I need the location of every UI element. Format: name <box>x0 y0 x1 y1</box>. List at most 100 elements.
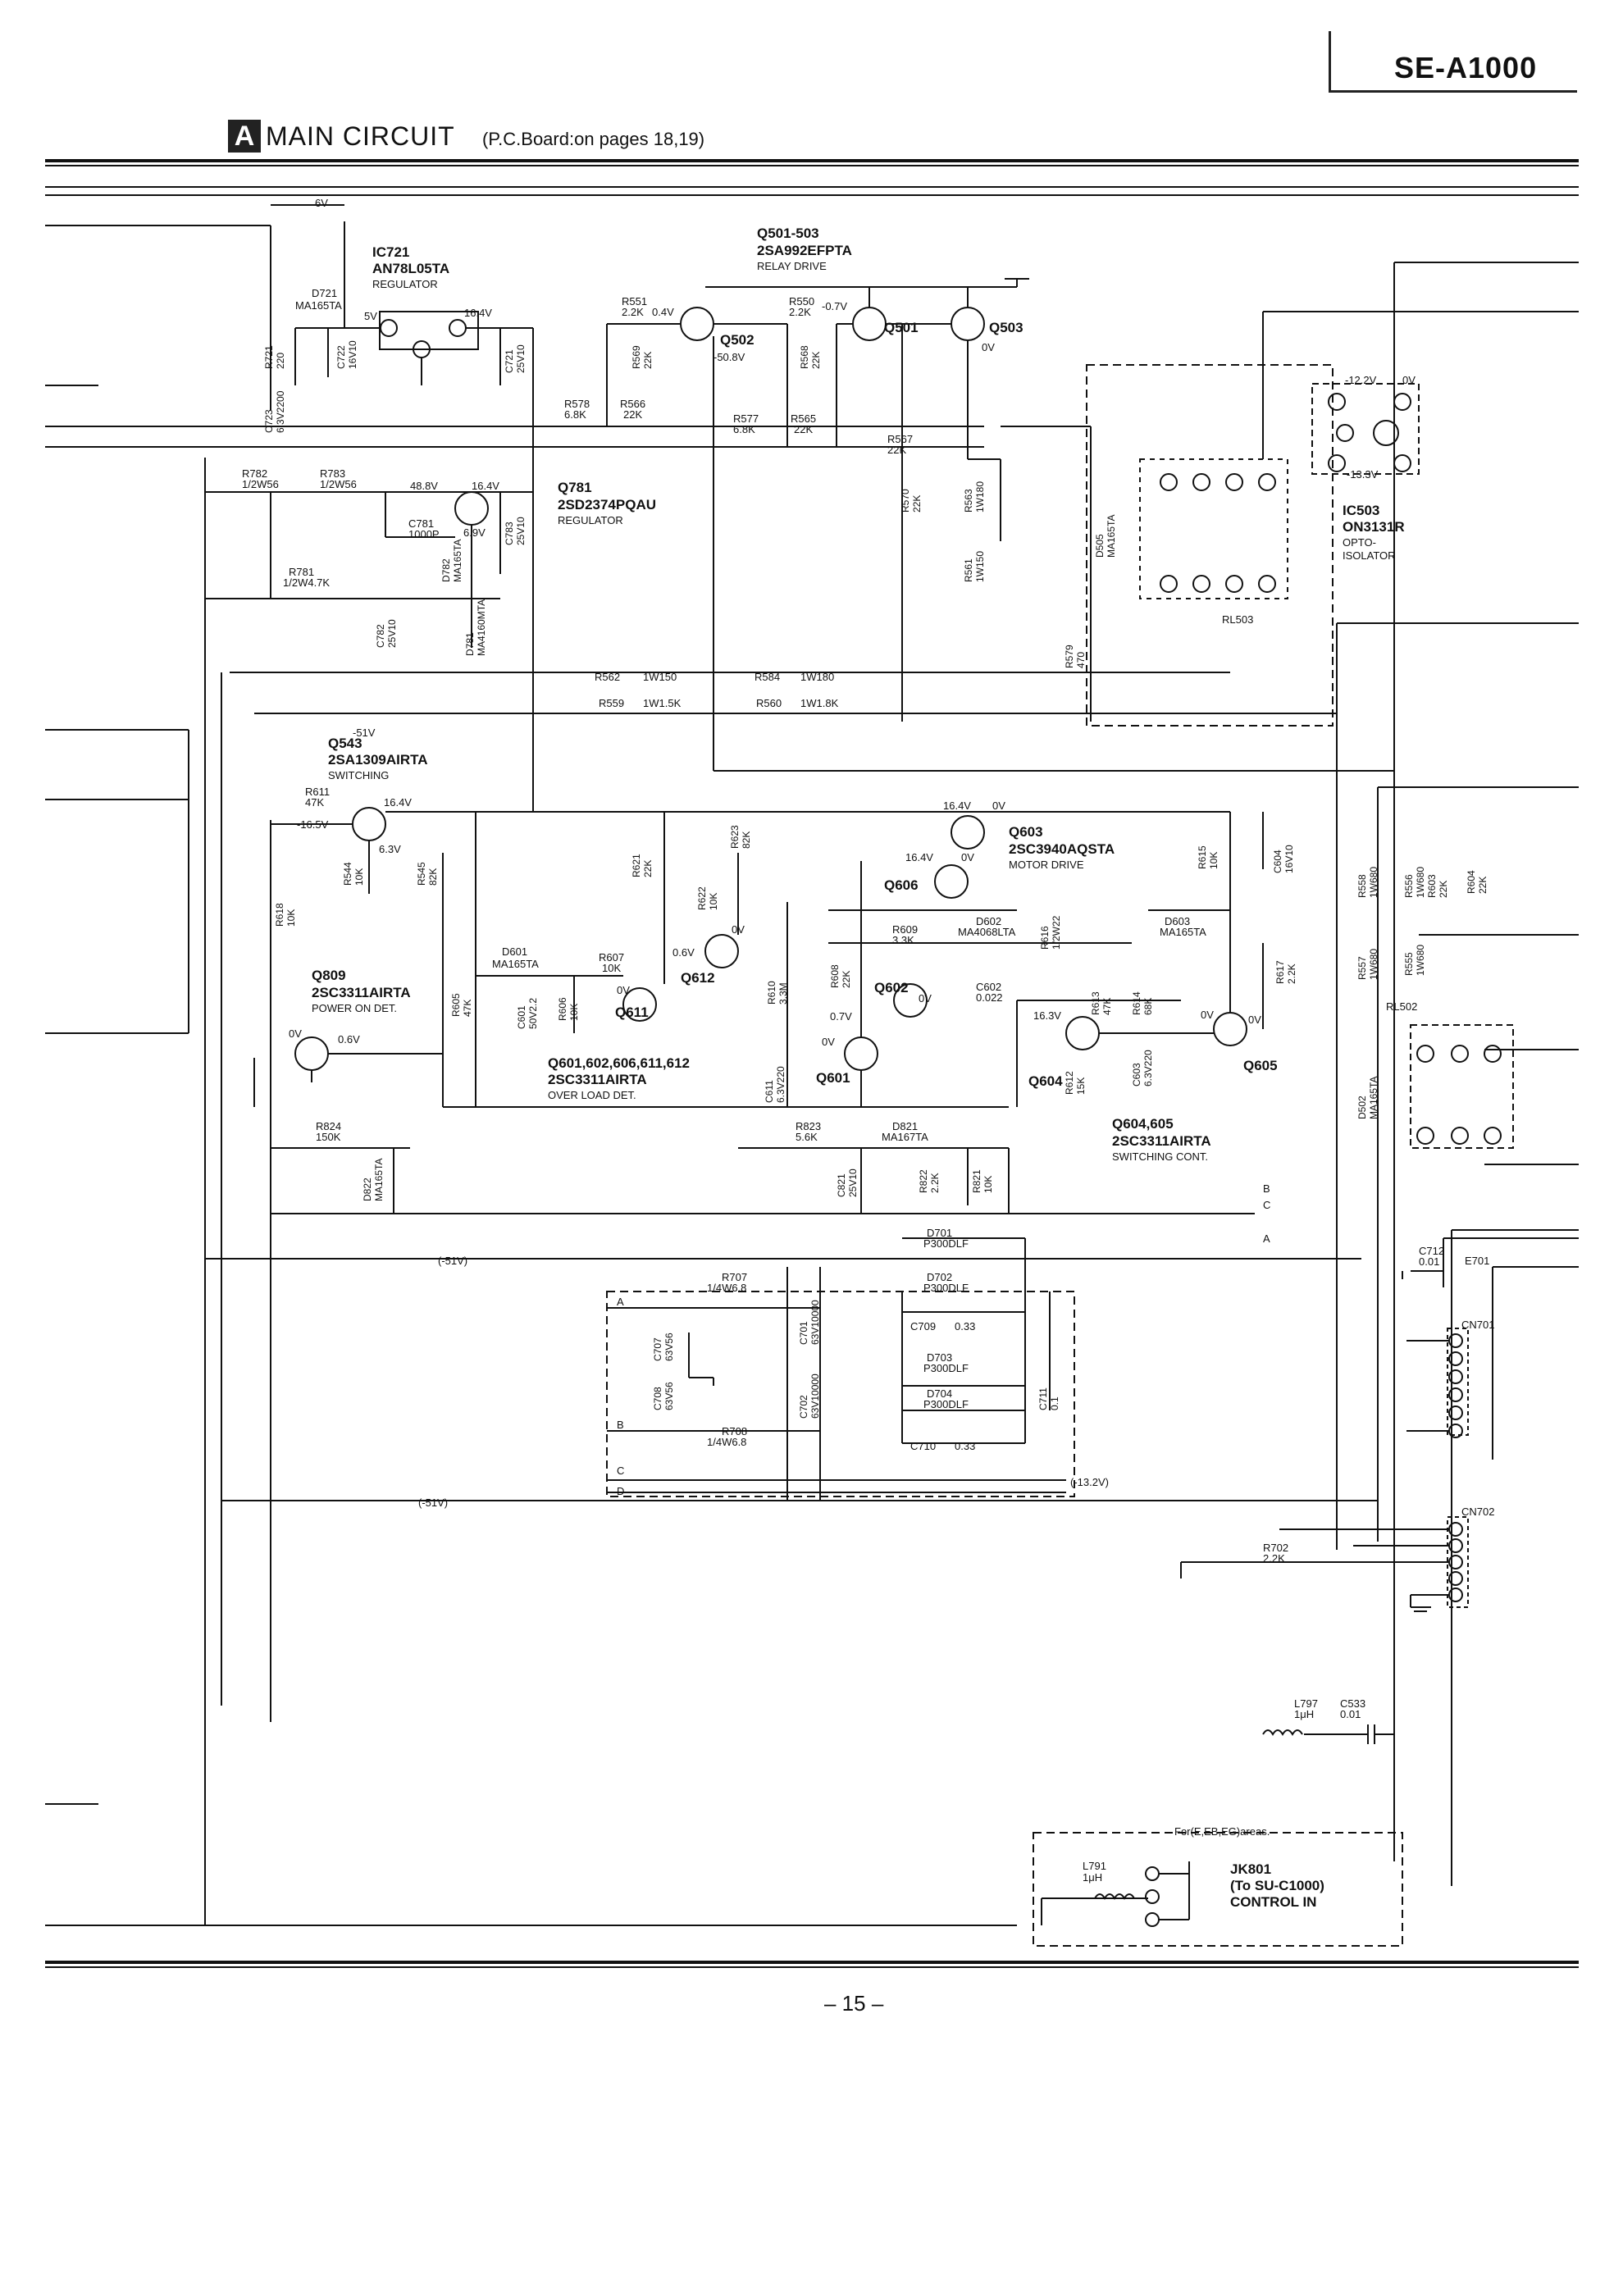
q501-part: 2SA992EFPTA <box>757 243 852 258</box>
c602-value: 0.022 <box>976 991 1003 1004</box>
net-0v-g: 0V <box>961 851 974 863</box>
c603-ref: C603 <box>1131 1063 1142 1086</box>
c722-value: 16V10 <box>347 340 358 369</box>
c601-ref: C601 <box>516 1005 527 1029</box>
c722-ref: C722 <box>335 345 347 369</box>
c711-value: 0.1 <box>1049 1396 1060 1410</box>
d721-value: MA165TA <box>295 299 342 312</box>
c781-value: 1000P <box>408 528 440 540</box>
r614-value: 68K <box>1142 998 1154 1015</box>
r616-ref: R616 <box>1039 926 1051 950</box>
r562-value: 1W150 <box>643 671 677 683</box>
rl503-label: RL503 <box>1222 613 1253 626</box>
d702-value: P300DLF <box>923 1282 969 1294</box>
r610-value: 3.3M <box>777 982 789 1004</box>
q603-function: MOTOR DRIVE <box>1009 859 1084 871</box>
net-16v-c: 16.4V <box>384 796 412 809</box>
r556-value: 1W680 <box>1415 867 1426 898</box>
d702-ref: D702 <box>927 1271 952 1283</box>
r584-value: 1W180 <box>800 671 834 683</box>
d601-value: MA165TA <box>492 958 539 970</box>
net-0-7v: 0.7V <box>830 1010 852 1023</box>
r563-value: 1W180 <box>974 481 986 512</box>
r559-value: 1W1.5K <box>643 697 682 709</box>
r621-ref: R621 <box>631 854 642 877</box>
r566-value: 22K <box>623 408 642 421</box>
c821-value: 25V10 <box>847 1168 859 1197</box>
r603-ref: R603 <box>1426 874 1438 898</box>
d821-value: MA167TA <box>882 1131 928 1143</box>
c709-ref: C709 <box>910 1320 936 1332</box>
r721-ref: R721 <box>263 345 275 369</box>
r556-ref: R556 <box>1403 874 1415 898</box>
r616-value: 1/2W22 <box>1051 915 1062 950</box>
r623-ref: R623 <box>729 825 741 849</box>
net-0-6v-b: 0.6V <box>672 946 695 959</box>
jk801-function: CONTROL IN <box>1230 1894 1316 1910</box>
r566-ref: R566 <box>620 398 645 410</box>
net-0v-h: 0V <box>919 992 932 1004</box>
net-minus-50v: -50.8V <box>713 351 745 363</box>
node-a-right: A <box>1263 1232 1270 1245</box>
r781-value: 1/2W4.7K <box>283 576 330 589</box>
net-16v-e: 16.4V <box>905 851 933 863</box>
c611-value: 6.3V220 <box>775 1066 786 1103</box>
r608-ref: R608 <box>829 964 841 988</box>
c723-ref: C723 <box>263 409 275 433</box>
c821-ref: C821 <box>836 1173 847 1197</box>
q601-group-part: 2SC3311AIRTA <box>548 1072 647 1087</box>
l791-ref: L791 <box>1083 1860 1106 1872</box>
d704-value: P300DLF <box>923 1398 969 1410</box>
r567-ref: R567 <box>887 433 913 445</box>
r611-value: 47K <box>305 796 324 809</box>
r708-ref: R708 <box>722 1425 747 1437</box>
q612-label: Q612 <box>681 970 715 986</box>
d701-value: P300DLF <box>923 1237 969 1250</box>
cn701-label: CN701 <box>1461 1319 1494 1331</box>
d782-value: MA165TA <box>452 540 463 582</box>
l791-value: 1μH <box>1083 1871 1102 1884</box>
net-0v-i: 0V <box>822 1036 835 1048</box>
ic503-function: OPTO- <box>1343 536 1376 549</box>
r550-ref: R550 <box>789 295 814 308</box>
r821-value: 10K <box>982 1176 994 1193</box>
net-16v-b: 16.4V <box>472 480 499 492</box>
q503-label: Q503 <box>989 320 1023 335</box>
d602-ref: D602 <box>976 915 1001 927</box>
r570-value: 22K <box>911 495 923 512</box>
r579-ref: R579 <box>1064 645 1075 668</box>
d505-ref: D505 <box>1094 534 1106 558</box>
net-minus-51v-c: (-51V) <box>418 1496 448 1509</box>
r562-ref: R562 <box>595 671 620 683</box>
r610-ref: R610 <box>766 981 777 1004</box>
r570-ref: R570 <box>900 489 911 512</box>
c782-value: 25V10 <box>386 619 398 648</box>
net-0v-a: 0V <box>982 341 995 353</box>
r707-ref: R707 <box>722 1271 747 1283</box>
c710-value: 0.33 <box>955 1440 975 1452</box>
section-badge: A <box>228 120 261 153</box>
r612-value: 15K <box>1075 1077 1087 1095</box>
d781-value: MA4160MTA <box>476 599 487 656</box>
r702-ref: R702 <box>1263 1542 1288 1554</box>
net-16v-d: 16.4V <box>943 800 971 812</box>
q502-label: Q502 <box>720 332 755 348</box>
q543-function: SWITCHING <box>328 769 389 781</box>
c723-value: 6.3V2200 <box>275 390 286 433</box>
q781-ref: Q781 <box>558 480 592 495</box>
q781-function: REGULATOR <box>558 514 623 526</box>
ic721-ref: IC721 <box>372 244 409 260</box>
d602-value: MA4068LTA <box>958 926 1016 938</box>
net-minus-16v: -16.5V <box>297 818 329 831</box>
d502-ref: D502 <box>1356 1096 1368 1119</box>
d703-ref: D703 <box>927 1351 952 1364</box>
r555-value: 1W680 <box>1415 945 1426 976</box>
rl502-label: RL502 <box>1386 1000 1417 1013</box>
r707-value: 1/4W6.8 <box>707 1282 746 1294</box>
d704-ref: D704 <box>927 1387 952 1400</box>
r609-ref: R609 <box>892 923 918 936</box>
r578-ref: R578 <box>564 398 590 410</box>
r545-ref: R545 <box>416 862 427 886</box>
d601-ref: D601 <box>502 945 527 958</box>
ic503-part: ON3131R <box>1343 519 1405 535</box>
